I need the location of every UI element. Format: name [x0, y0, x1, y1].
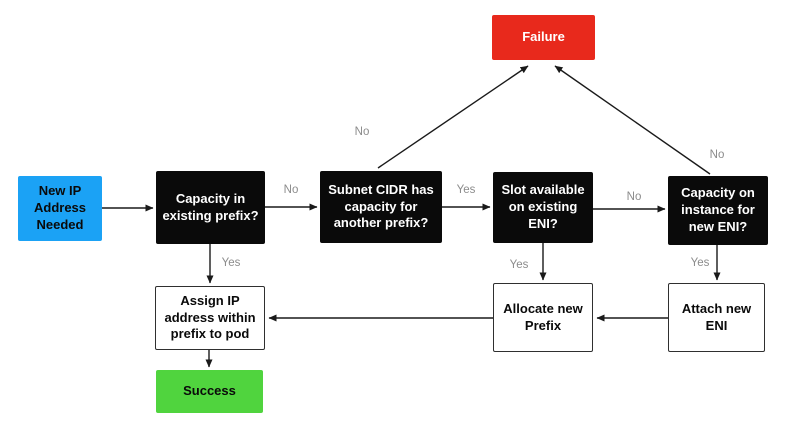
edge-label-yes: Yes [509, 259, 529, 271]
node-label: Allocate new Prefix [503, 300, 583, 333]
arrow-capacity-instance-no-to-failure [554, 65, 711, 175]
node-label: Capacity in existing prefix? [162, 190, 259, 223]
node-allocate-new-prefix: Allocate new Prefix [493, 283, 593, 352]
node-label: Subnet CIDR has capacity for another pre… [328, 181, 434, 231]
edge-label-no: No [626, 191, 642, 203]
node-capacity-in-existing-prefix: Capacity in existing prefix? [156, 171, 265, 244]
node-slot-available-eni: Slot available on existing ENI? [493, 172, 593, 243]
node-label: Attach new ENI [681, 300, 752, 333]
node-label: Assign IP address within prefix to pod [164, 292, 256, 342]
node-label: Failure [522, 29, 565, 45]
node-new-ip-needed: New IP Address Needed [18, 176, 102, 241]
node-subnet-cidr-capacity: Subnet CIDR has capacity for another pre… [320, 171, 442, 243]
node-assign-ip-to-pod: Assign IP address within prefix to pod [155, 286, 265, 350]
node-label: Capacity on instance for new ENI? [681, 185, 755, 234]
node-capacity-on-instance: Capacity on instance for new ENI? [668, 176, 768, 245]
node-label: Success [183, 383, 236, 399]
edge-label-yes: Yes [221, 257, 241, 269]
node-label: New IP Address Needed [33, 183, 87, 232]
edge-label-no: No [283, 184, 299, 196]
node-attach-new-eni: Attach new ENI [668, 283, 765, 352]
arrow-subnet-cidr-no-to-failure [377, 65, 529, 169]
edge-label-no: No [709, 149, 725, 161]
node-label: Slot available on existing ENI? [501, 182, 585, 231]
node-failure: Failure [492, 15, 595, 60]
node-success: Success [156, 370, 263, 413]
edge-label-yes: Yes [690, 257, 710, 269]
edge-label-no: No [354, 126, 370, 138]
edge-label-yes: Yes [456, 184, 476, 196]
